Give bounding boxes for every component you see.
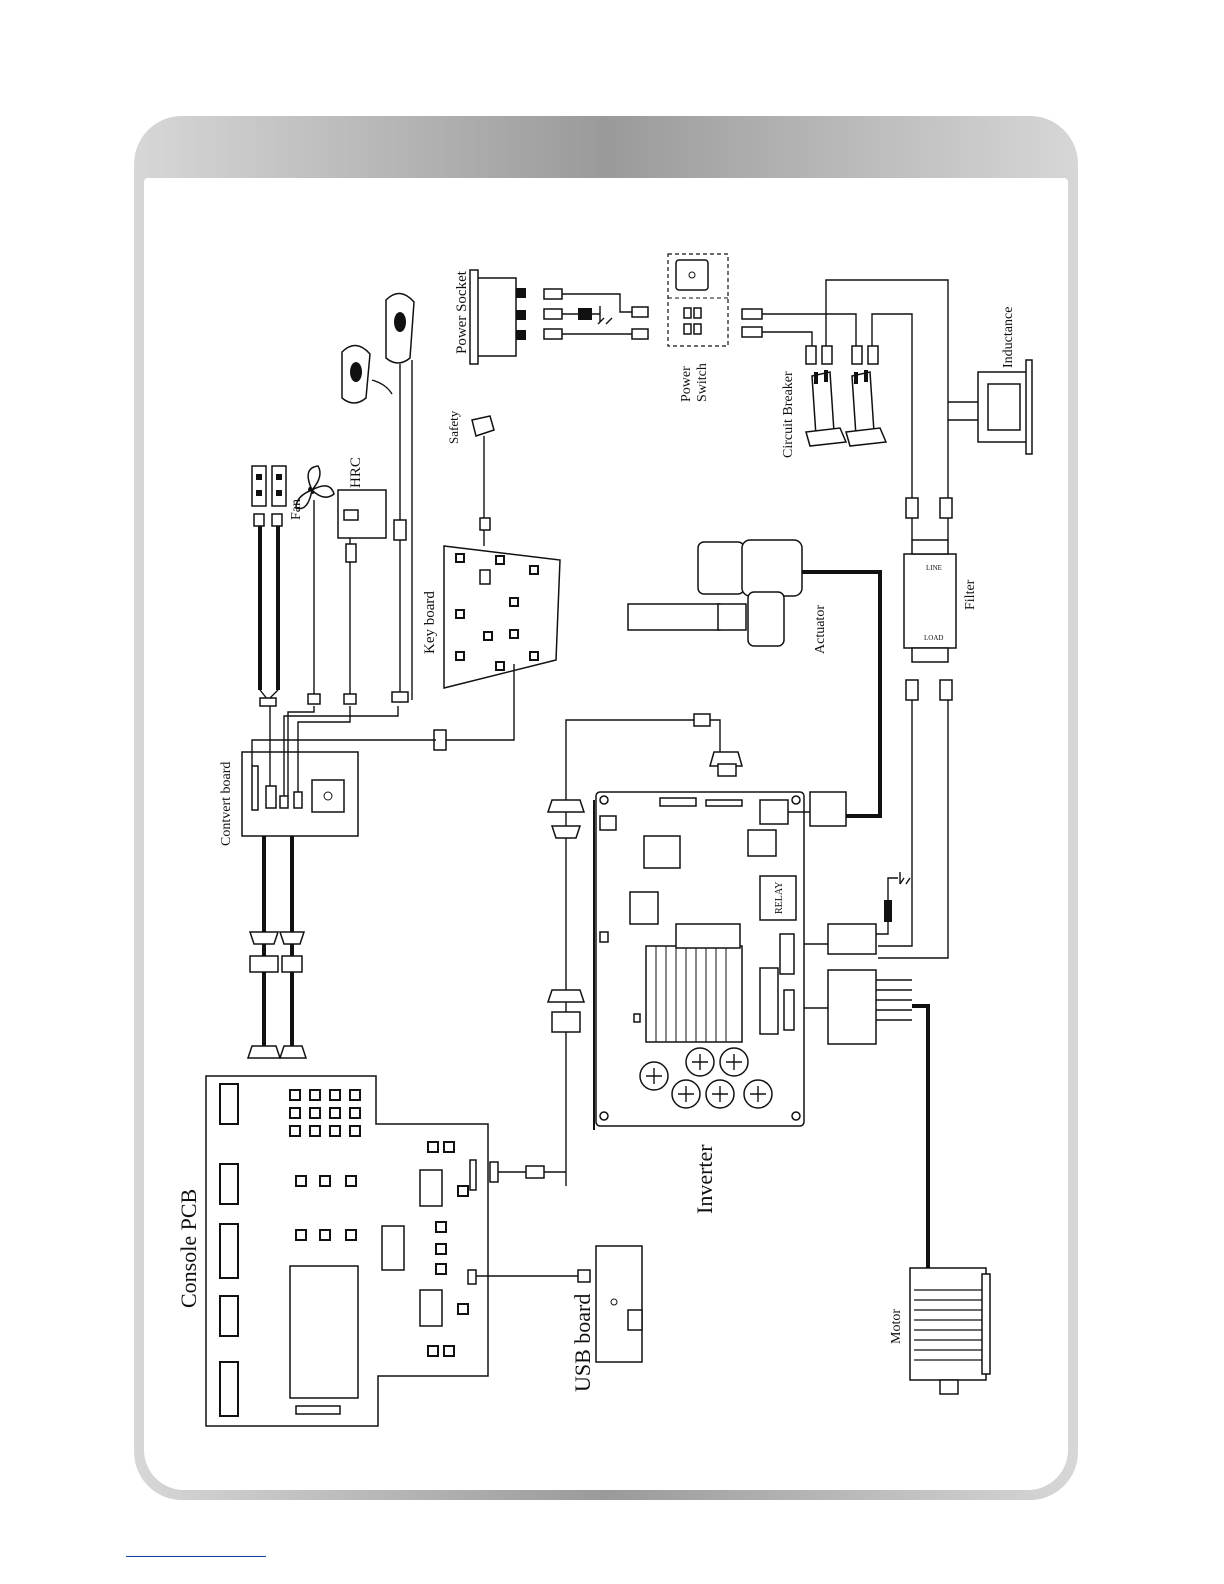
power-switch: [668, 254, 728, 346]
filter-line-label: LINE: [926, 564, 942, 572]
inverter: [594, 792, 804, 1130]
safety-label: Safety: [446, 410, 461, 444]
socket-wires: [544, 289, 648, 339]
filter-label: Filter: [963, 579, 978, 610]
usb-board-label: USB board: [570, 1294, 595, 1392]
console-pcb: [206, 1076, 590, 1426]
circuit-breaker-label: Circuit Breaker: [781, 371, 796, 458]
motor-label: Motor: [889, 1309, 904, 1344]
inverter-label: Inverter: [692, 1144, 717, 1214]
console-pcb-label: Console PCB: [176, 1189, 201, 1308]
inductance: [948, 360, 1032, 500]
relay-label: RELAY: [774, 882, 785, 914]
motor: [910, 1268, 990, 1394]
key-board-label: Key board: [422, 591, 438, 654]
usb-board: [596, 1246, 642, 1362]
footer-rule: [126, 1556, 266, 1557]
key-board: [434, 546, 560, 750]
actuator: [628, 540, 880, 826]
filter-load-label: LOAD: [924, 634, 943, 642]
power-switch-label-1: Power: [679, 366, 694, 402]
convert-board-label: Contvert board: [219, 762, 234, 846]
convert-console-cables: [248, 836, 306, 1058]
top-left-sensors: [252, 466, 286, 706]
hrc-sensor: [338, 490, 386, 704]
inverter-connectors: [804, 872, 928, 1270]
power-socket-label: Power Socket: [454, 270, 470, 354]
convert-board: [242, 706, 436, 836]
hrc-label: HRC: [348, 457, 364, 488]
fan-label: Fan: [289, 499, 304, 520]
filter: [878, 498, 956, 958]
switch-breaker-wires: [742, 280, 948, 500]
inductance-label: Inductance: [1001, 307, 1016, 368]
power-socket: [470, 270, 526, 364]
safety-key: [472, 416, 494, 530]
power-switch-label-2: Switch: [695, 363, 710, 402]
actuator-label: Actuator: [813, 605, 828, 654]
circuit-breaker: [806, 370, 886, 446]
